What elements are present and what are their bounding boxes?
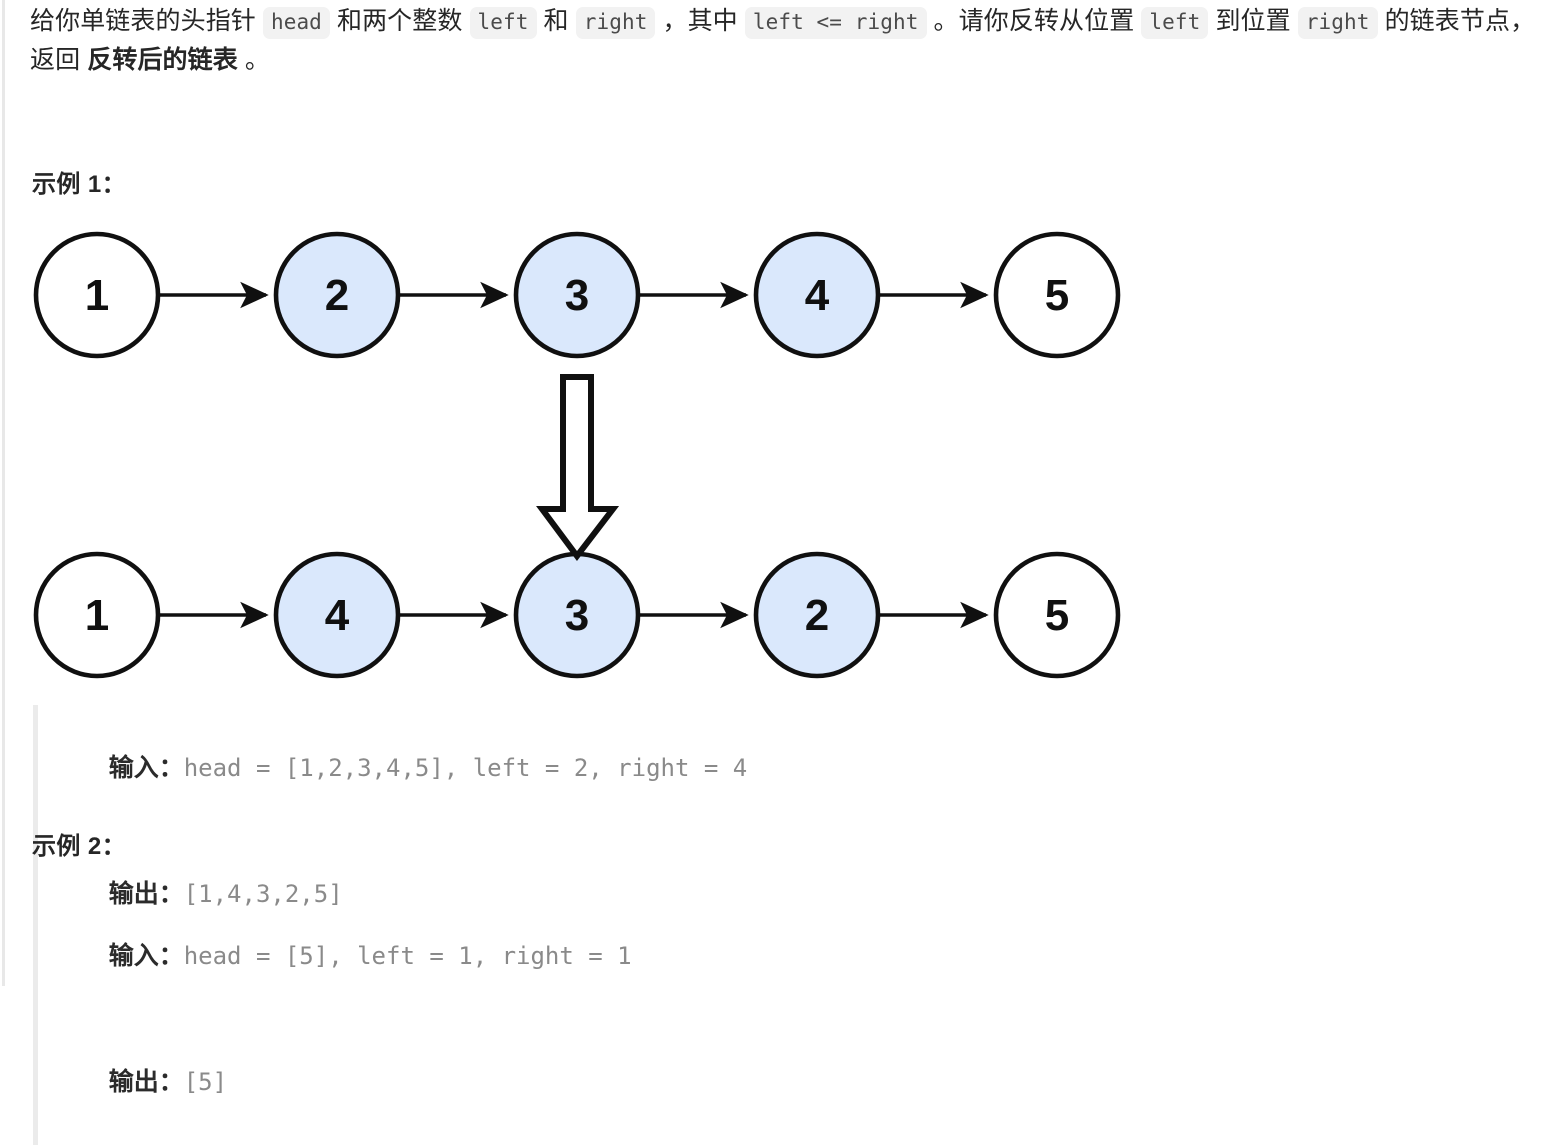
example-2-heading: 示例 2：: [32, 833, 127, 860]
emphasis-term: 反转后的链表: [87, 46, 238, 74]
list-node-circle-highlighted: [513, 231, 641, 359]
example-2-input-line: 输入：head = [5], left = 1, right = 1: [67, 893, 632, 1019]
input-label: 输入：: [108, 942, 184, 970]
inline-code-chip: left: [469, 7, 537, 39]
output-label: 输出：: [108, 880, 184, 908]
list-node: 3: [513, 231, 641, 359]
example-2-io-block: 输入：head = [5], left = 1, right = 1 输出：[5…: [33, 893, 632, 1145]
statement-text: 给你单链表的头指针: [30, 7, 263, 35]
list-node-label: 5: [1045, 591, 1069, 640]
input-value: head = [1,2,3,4,5], left = 2, right = 4: [183, 754, 748, 782]
list-node-label: 4: [805, 271, 830, 320]
list-node-label: 4: [325, 591, 350, 640]
list-node: 3: [513, 551, 641, 679]
list-node: 5: [993, 551, 1121, 679]
list-node: 2: [273, 231, 401, 359]
list-node: 5: [993, 231, 1121, 359]
container-left-rail: [2, 0, 5, 986]
input-label: 输入：: [108, 754, 184, 782]
example-1-output-line: 输出：[1,4,3,2,5]: [67, 831, 747, 957]
inline-code-chip: right: [1297, 7, 1378, 39]
list-node-circle: [993, 231, 1121, 359]
list-node-circle: [33, 231, 161, 359]
list-node-circle-highlighted: [753, 231, 881, 359]
list-node: 1: [33, 231, 161, 359]
inline-code-chip: left: [1141, 7, 1209, 39]
statement-text: 和两个整数: [329, 7, 470, 35]
output-value: [5]: [183, 1068, 228, 1096]
example-1-io-block: 输入：head = [1,2,3,4,5], left = 2, right =…: [33, 705, 747, 957]
output-value: [1,4,3,2,5]: [183, 880, 343, 908]
list-node: 4: [273, 551, 401, 679]
list-node-label: 5: [1045, 271, 1069, 320]
list-node-label: 1: [85, 591, 109, 640]
list-node-circle: [33, 551, 161, 679]
problem-statement: 给你单链表的头指针 head 和两个整数 left 和 right ，其中 le…: [30, 2, 1540, 79]
inline-code-chip: head: [262, 7, 330, 39]
input-value: head = [5], left = 1, right = 1: [183, 942, 632, 970]
example-2-output-line: 输出：[5]: [67, 1019, 632, 1145]
list-node-label: 3: [565, 591, 589, 640]
list-node-label: 1: [85, 271, 109, 320]
example-1-heading: 示例 1：: [32, 171, 127, 198]
linked-list-after-row: 1 4 3 2 5: [33, 551, 1121, 679]
list-node-label: 3: [565, 271, 589, 320]
statement-text: 。请你反转从位置: [926, 7, 1142, 35]
list-node-circle-highlighted: [753, 551, 881, 679]
inline-code-chip: right: [575, 7, 656, 39]
list-node-label: 2: [805, 591, 829, 640]
linked-list-before-row: 1 2 3 4 5: [33, 231, 1121, 359]
inline-code-chip: left <= right: [744, 7, 927, 39]
statement-text: ，其中: [655, 7, 745, 35]
statement-text: 到位置: [1208, 7, 1298, 35]
list-node: 4: [753, 231, 881, 359]
list-node: 1: [33, 551, 161, 679]
list-node-label: 2: [325, 271, 349, 320]
list-node: 2: [753, 551, 881, 679]
output-label: 输出：: [108, 1068, 184, 1096]
list-node-circle-highlighted: [273, 231, 401, 359]
statement-text: 的链表节点，返回: [30, 7, 1536, 74]
linked-list-diagram: 1 2 3 4 5 1 4 3 2 5: [0, 222, 1200, 692]
example-1-input-line: 输入：head = [1,2,3,4,5], left = 2, right =…: [67, 705, 748, 831]
statement-text: 和: [536, 7, 576, 35]
list-node-circle: [993, 551, 1121, 679]
down-block-arrow-icon: [536, 374, 620, 561]
statement-text: 。: [237, 46, 271, 74]
list-node-circle-highlighted: [273, 551, 401, 679]
